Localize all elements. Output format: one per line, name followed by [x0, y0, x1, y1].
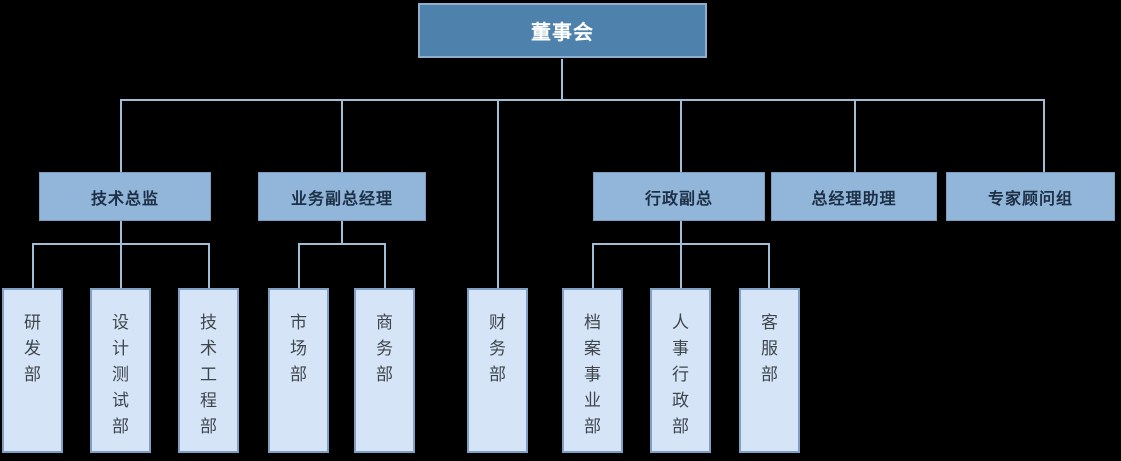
connector-business-stem — [341, 221, 343, 244]
connector-business-horizontal — [298, 243, 386, 245]
node-customer-service-dept: 客 服 部 — [739, 288, 800, 453]
connector-drop-business-deputy — [341, 99, 343, 172]
connector-drop-tech-director — [120, 99, 122, 172]
node-hr-admin-dept: 人 事 行 政 部 — [650, 288, 711, 453]
node-tech-engineering-dept: 技 术 工 程 部 — [178, 288, 239, 453]
connector-drop-hr-admin — [680, 243, 682, 288]
connector-drop-customer-service — [768, 243, 770, 288]
connector-tech-stem — [120, 221, 122, 244]
node-business-dept: 商 务 部 — [354, 288, 415, 453]
connector-root-stem — [561, 59, 563, 99]
connector-drop-business-dept — [384, 243, 386, 288]
connector-drop-rnd — [32, 243, 34, 288]
connector-drop-expert-advisors — [1043, 99, 1045, 172]
connector-drop-tech-engineering — [208, 243, 210, 288]
node-business-deputy: 业务副总经理 — [258, 172, 426, 221]
connector-drop-finance — [497, 99, 499, 288]
connector-drop-archives — [592, 243, 594, 288]
node-gm-assistant: 总经理助理 — [771, 172, 937, 221]
node-board: 董事会 — [418, 3, 707, 58]
connector-admin-stem — [680, 221, 682, 244]
node-tech-director: 技术总监 — [39, 172, 211, 221]
node-rnd-dept: 研 发 部 — [2, 288, 63, 453]
node-archives-dept: 档 案 事 业 部 — [562, 288, 623, 453]
node-marketing-dept: 市 场 部 — [268, 288, 329, 453]
node-admin-deputy: 行政副总 — [593, 172, 765, 221]
connector-main-horizontal — [120, 99, 1045, 101]
node-design-testing-dept: 设 计 测 试 部 — [90, 288, 151, 453]
connector-drop-marketing — [298, 243, 300, 288]
connector-drop-design-testing — [120, 243, 122, 288]
node-finance-dept: 财 务 部 — [467, 288, 528, 453]
connector-drop-gm-assistant — [854, 99, 856, 172]
node-expert-advisors: 专家顾问组 — [946, 172, 1115, 221]
connector-drop-admin-deputy — [680, 99, 682, 172]
